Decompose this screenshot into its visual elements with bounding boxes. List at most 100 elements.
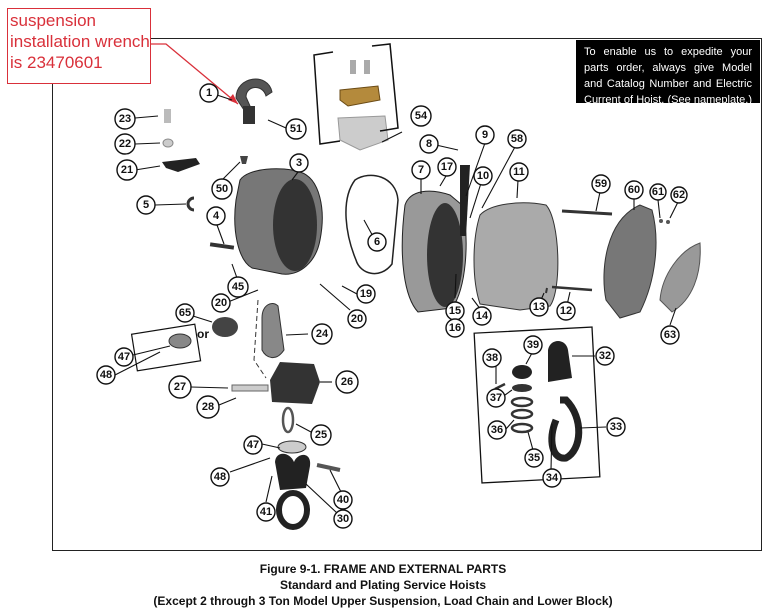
lower-hook-kit-box <box>473 326 601 484</box>
collar-option-box <box>130 323 202 372</box>
svg-text:45: 45 <box>232 281 244 293</box>
svg-text:1: 1 <box>206 87 212 99</box>
callout-6: 6 <box>367 232 387 252</box>
callout-17: 17 <box>437 157 457 177</box>
annotation-leader-line <box>151 43 239 105</box>
suspension-pin-part <box>364 60 370 74</box>
svg-text:38: 38 <box>486 352 498 364</box>
svg-text:24: 24 <box>316 328 329 340</box>
callout-4: 4 <box>206 206 226 226</box>
callout-10: 10 <box>473 166 493 186</box>
callout-61: 61 <box>649 183 667 201</box>
annotation-line: suspension <box>10 11 97 30</box>
rod-59-part <box>561 209 613 216</box>
callout-23: 23 <box>114 108 136 130</box>
pin-4-part <box>209 242 235 250</box>
motor-housing-face <box>427 203 463 307</box>
hook-shank-part <box>243 106 255 124</box>
annotation-arrowhead <box>228 94 238 104</box>
callout-28: 28 <box>196 395 220 419</box>
callout-3: 3 <box>289 153 309 173</box>
svg-text:54: 54 <box>415 110 428 122</box>
svg-text:51: 51 <box>290 123 302 135</box>
callout-11: 11 <box>509 162 529 182</box>
svg-text:30: 30 <box>337 513 349 525</box>
svg-text:7: 7 <box>418 164 424 176</box>
callout-60: 60 <box>624 180 644 200</box>
svg-text:19: 19 <box>360 288 372 300</box>
callout-35: 35 <box>524 448 544 468</box>
screw-61-part <box>659 219 663 223</box>
svg-text:20: 20 <box>351 313 363 325</box>
callout-24: 24 <box>311 323 333 345</box>
gasket-6-part <box>345 174 399 275</box>
lower-hook-33-part <box>548 396 583 462</box>
cover-11-part <box>473 202 559 311</box>
svg-text:21: 21 <box>121 164 133 176</box>
caption-title: Figure 9-1. FRAME AND EXTERNAL PARTS <box>259 562 507 576</box>
collar-47-part <box>168 333 192 349</box>
end-cover-60-part <box>603 204 657 319</box>
svg-text:32: 32 <box>599 350 611 362</box>
washer-37-part <box>512 384 532 392</box>
svg-text:34: 34 <box>546 472 559 484</box>
svg-text:22: 22 <box>119 138 131 150</box>
callout-25: 25 <box>310 424 332 446</box>
washer-35b-part <box>510 408 534 420</box>
callout-22: 22 <box>114 133 136 155</box>
chain-path <box>253 299 267 379</box>
lower-block-30-part <box>275 453 311 490</box>
notice-line: Current of Hoist. (See nameplate.) <box>584 94 752 106</box>
svg-text:58: 58 <box>511 133 523 145</box>
callout-50: 50 <box>211 178 233 200</box>
suspension-block-part <box>337 115 389 151</box>
callout-59: 59 <box>591 174 611 194</box>
annotation-line: installation wrench <box>10 32 150 51</box>
nameplate-63-part <box>659 242 701 313</box>
svg-text:23: 23 <box>119 113 131 125</box>
callout-7: 7 <box>411 160 431 180</box>
frame-bore <box>273 179 317 271</box>
or-label: or <box>197 327 209 341</box>
load-chain-25-part <box>281 406 295 434</box>
svg-text:35: 35 <box>528 452 540 464</box>
washer-62-part <box>666 220 670 224</box>
callout-51: 51 <box>285 118 307 140</box>
callout-62: 62 <box>670 186 688 204</box>
svg-text:16: 16 <box>449 322 461 334</box>
plug-50-part <box>240 156 248 164</box>
svg-text:12: 12 <box>560 305 572 317</box>
svg-text:33: 33 <box>610 421 622 433</box>
callout-38: 38 <box>482 348 502 368</box>
washer-35c-part <box>510 422 534 434</box>
washer-13-part <box>545 287 548 294</box>
callout-8: 8 <box>419 134 439 154</box>
svg-text:14: 14 <box>476 310 489 322</box>
svg-text:25: 25 <box>315 429 327 441</box>
bolt-12-part <box>551 285 593 292</box>
callout-30: 30 <box>333 509 353 529</box>
svg-text:17: 17 <box>441 161 453 173</box>
callout-41: 41 <box>256 502 276 522</box>
figure-caption: Figure 9-1. FRAME AND EXTERNAL PARTS Sta… <box>0 561 766 609</box>
wrench-annotation-box: suspension installation wrench is 234706… <box>7 8 151 84</box>
parts-illustration <box>130 60 701 530</box>
svg-text:39: 39 <box>527 339 539 351</box>
svg-text:48: 48 <box>100 369 112 381</box>
svg-text:36: 36 <box>491 424 503 436</box>
pin-23-part <box>164 109 171 123</box>
svg-text:61: 61 <box>652 186 664 198</box>
callout-48-b: 48 <box>210 467 230 487</box>
callout-48: 48 <box>96 365 116 385</box>
callout-37: 37 <box>486 388 506 408</box>
svg-text:65: 65 <box>179 307 191 319</box>
ordering-notice-box: To enable us to expedite your parts orde… <box>576 40 760 106</box>
caption-subtitle: Standard and Plating Service Hoists <box>279 578 487 592</box>
callout-5: 5 <box>136 195 156 215</box>
callout-39: 39 <box>523 335 543 355</box>
collar-lower-47-part <box>277 440 307 454</box>
svg-text:40: 40 <box>337 494 349 506</box>
annotation-line: is 23470601 <box>10 53 103 72</box>
svg-text:26: 26 <box>341 376 353 388</box>
